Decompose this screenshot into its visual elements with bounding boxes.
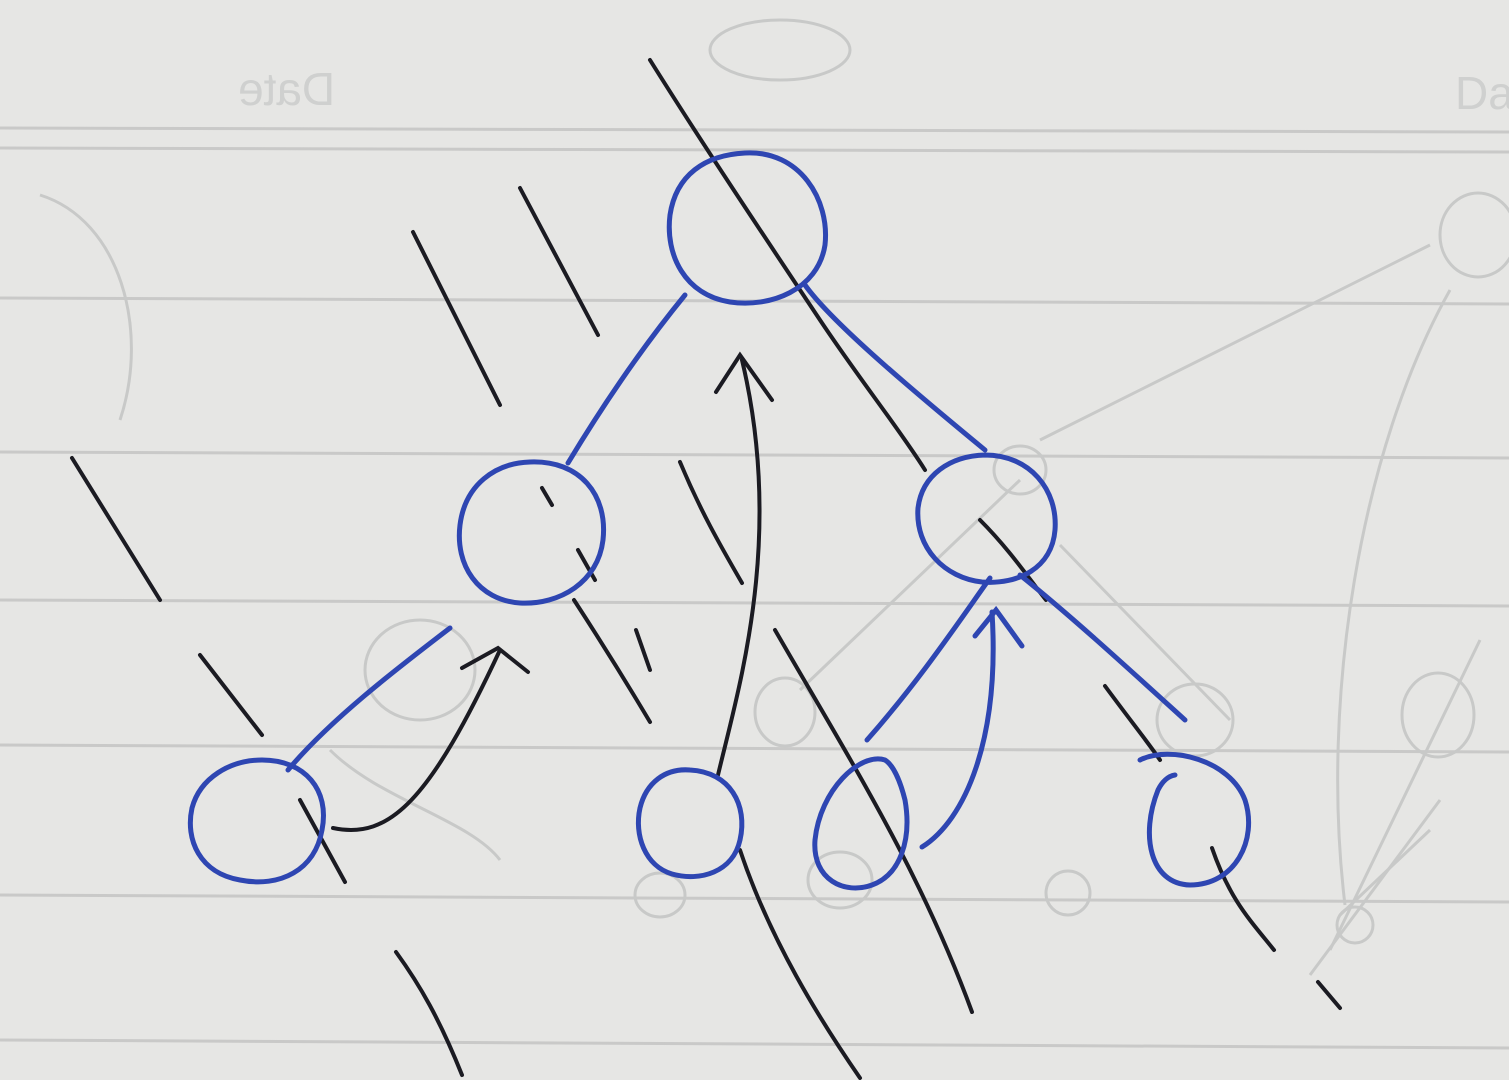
arrowhead xyxy=(972,605,1025,649)
slash-mark xyxy=(198,653,264,737)
slash-mark xyxy=(1316,980,1342,1010)
edge-root-right xyxy=(802,282,988,453)
slash-mark xyxy=(572,598,652,724)
slash-mark xyxy=(540,486,554,507)
arrowhead xyxy=(460,645,530,674)
bleed-through-label: Da xyxy=(1455,67,1509,119)
slash-mark xyxy=(518,186,600,337)
node-right-child xyxy=(915,452,1058,585)
ghost-edge xyxy=(1058,543,1232,722)
bleed-through-sketch xyxy=(39,18,1509,976)
ruled-line xyxy=(0,450,1509,460)
ruled-line xyxy=(0,1038,1509,1050)
ghost-node xyxy=(1044,869,1092,917)
slash-mark xyxy=(738,848,862,1080)
slash-mark xyxy=(298,798,347,884)
edge-right-leaf4 xyxy=(1017,572,1188,723)
slash-mark xyxy=(648,58,927,472)
slash-mark xyxy=(678,460,744,585)
ghost-node xyxy=(806,850,874,910)
ghost-node xyxy=(1155,682,1235,758)
ghost-node xyxy=(1438,191,1509,279)
edge-right-leaf3 xyxy=(864,575,993,743)
node-leaf-4 xyxy=(1137,751,1252,888)
ghost-node xyxy=(633,871,687,919)
slash-mark xyxy=(576,548,597,582)
ghost-node xyxy=(992,444,1048,496)
ghost-edge xyxy=(328,748,502,861)
edge-root-left xyxy=(565,292,688,466)
ruled-line xyxy=(0,126,1509,134)
bleed-through-label: Date xyxy=(238,63,336,115)
arrow-leaf2-to-root xyxy=(716,358,762,777)
slash-mark xyxy=(634,628,652,672)
node-leaf-1 xyxy=(187,757,326,885)
arrowhead xyxy=(714,351,774,402)
ghost-edge xyxy=(39,193,133,421)
ghost-node xyxy=(753,676,817,748)
ghost-edge xyxy=(1338,828,1432,917)
binary-tree xyxy=(187,150,1252,891)
ruled-line xyxy=(0,743,1509,754)
ghost-node xyxy=(1400,671,1476,759)
ghost-edge xyxy=(1336,289,1452,906)
ghost-edge xyxy=(1328,639,1482,951)
ghost-edge xyxy=(1039,243,1431,442)
node-left-child xyxy=(456,459,607,606)
ruled-line xyxy=(0,146,1509,154)
ghost-node xyxy=(708,18,852,82)
node-root xyxy=(666,150,829,306)
ghost-edge xyxy=(1308,799,1442,976)
ghost-edge xyxy=(798,478,1022,692)
ruled-line xyxy=(0,893,1509,904)
ghost-node xyxy=(1335,905,1375,945)
node-leaf-3 xyxy=(812,756,910,891)
slash-mark xyxy=(394,950,464,1077)
slash-mark xyxy=(411,230,502,407)
arrow-leaf3-to-right xyxy=(919,609,996,850)
slash-mark xyxy=(1210,846,1276,952)
arrow-leaf1-to-left xyxy=(331,648,502,832)
slash-mark xyxy=(70,456,162,602)
black-pen-strokes xyxy=(70,58,1342,1080)
node-leaf-2 xyxy=(635,767,745,880)
ghost-node xyxy=(363,618,477,722)
edge-left-leaf1 xyxy=(285,625,453,773)
slash-mark xyxy=(773,628,974,1014)
